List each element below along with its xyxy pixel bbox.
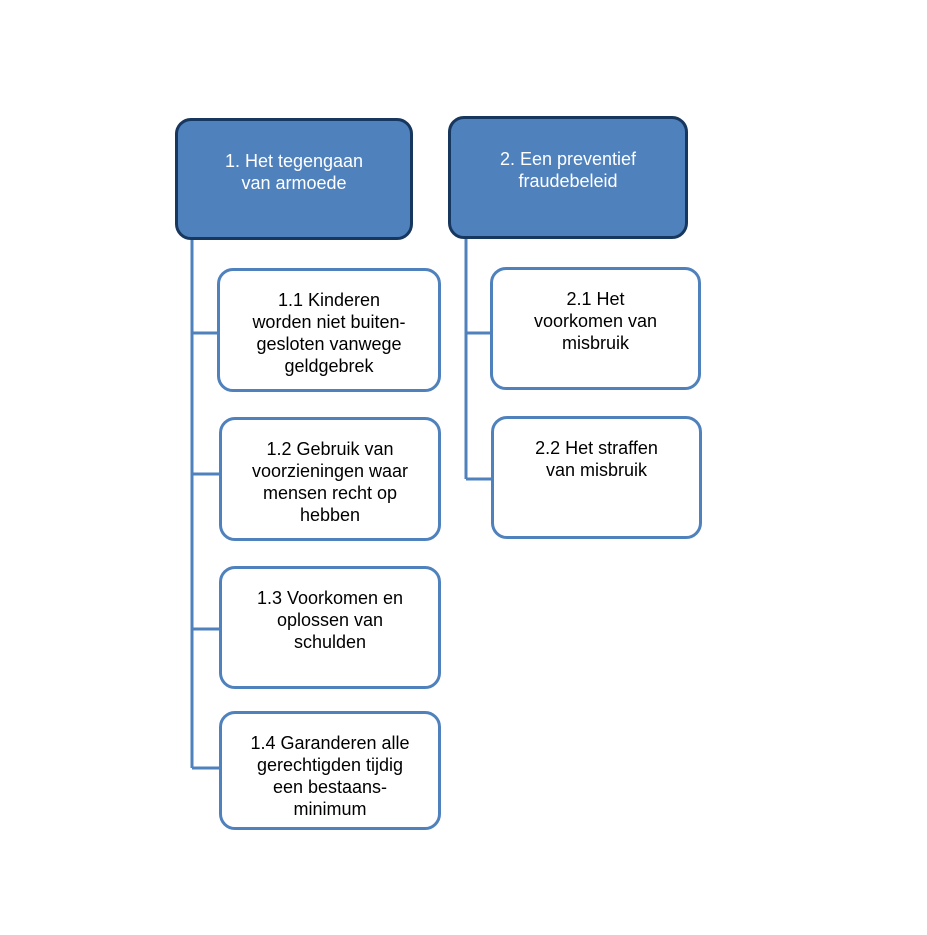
- node-2-1: 2.1 Het voorkomen van misbruik: [490, 267, 701, 390]
- node-armoede-label: 1. Het tegengaan van armoede: [224, 151, 364, 193]
- node-1-2-label: 1.2 Gebruik van voorzieningen waar mense…: [251, 439, 409, 525]
- node-1-3-label: 1.3 Voorkomen en oplossen van schulden: [256, 588, 404, 652]
- node-1-4: 1.4 Garanderen alle gerechtigden tijdig …: [219, 711, 441, 830]
- node-1-4-label: 1.4 Garanderen alle gerechtigden tijdig …: [250, 733, 410, 819]
- node-fraudebeleid-label: 2. Een preventief fraudebeleid: [499, 149, 637, 191]
- node-1-1-label: 1.1 Kinderen worden niet buiten- geslote…: [252, 290, 406, 376]
- node-1-3: 1.3 Voorkomen en oplossen van schulden: [219, 566, 441, 689]
- node-fraudebeleid: 2. Een preventief fraudebeleid: [448, 116, 688, 239]
- node-1-2: 1.2 Gebruik van voorzieningen waar mense…: [219, 417, 441, 541]
- node-2-1-label: 2.1 Het voorkomen van misbruik: [533, 289, 658, 353]
- node-armoede: 1. Het tegengaan van armoede: [175, 118, 413, 240]
- node-1-1: 1.1 Kinderen worden niet buiten- geslote…: [217, 268, 441, 392]
- node-2-2: 2.2 Het straffen van misbruik: [491, 416, 702, 539]
- node-2-2-label: 2.2 Het straffen van misbruik: [535, 438, 658, 480]
